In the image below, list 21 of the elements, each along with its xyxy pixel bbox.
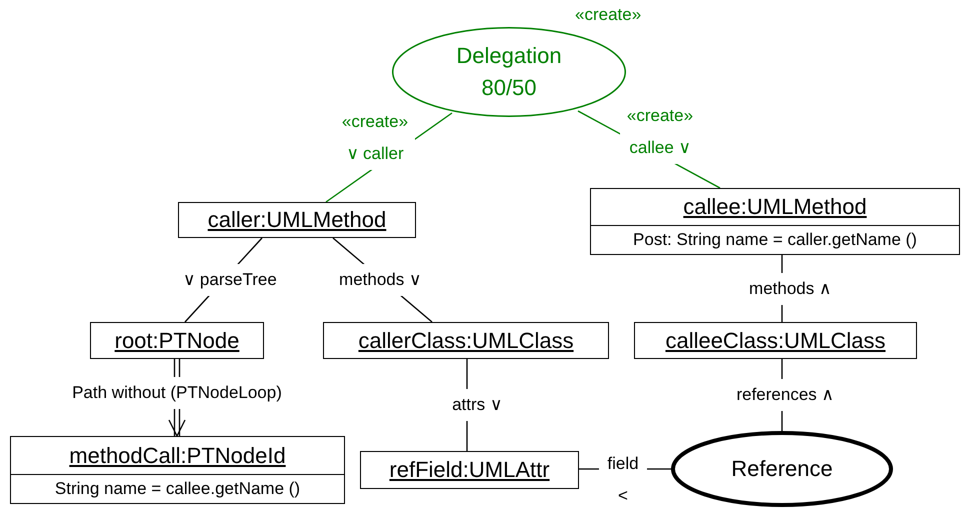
object-box — [323, 322, 609, 359]
object-name: methodCall:PTNodeId — [69, 442, 286, 468]
use-case-name: Delegation 80/50 — [455, 42, 563, 102]
object-box — [10, 436, 345, 504]
object-name: callerClass:UMLClass — [358, 328, 574, 354]
object-box — [590, 188, 960, 255]
object-name: caller:UMLMethod — [208, 207, 386, 233]
object-box — [178, 202, 416, 238]
use-case-ellipse — [392, 27, 626, 117]
object-box — [634, 322, 917, 359]
object-box — [90, 322, 264, 359]
object-name: calleeClass:UMLClass — [665, 328, 886, 354]
object-name: root:PTNode — [114, 328, 240, 354]
object-name: refField:UMLAttr — [389, 457, 550, 483]
use-case-ellipse — [671, 431, 893, 507]
constraint-text: String name = callee.getName () — [11, 474, 344, 503]
use-case-name: Reference — [730, 455, 834, 484]
object-box — [360, 451, 579, 489]
constraint-text: Post: String name = caller.getName () — [591, 225, 959, 254]
object-name: callee:UMLMethod — [683, 194, 867, 220]
stereotype-label: «create» — [575, 5, 642, 25]
